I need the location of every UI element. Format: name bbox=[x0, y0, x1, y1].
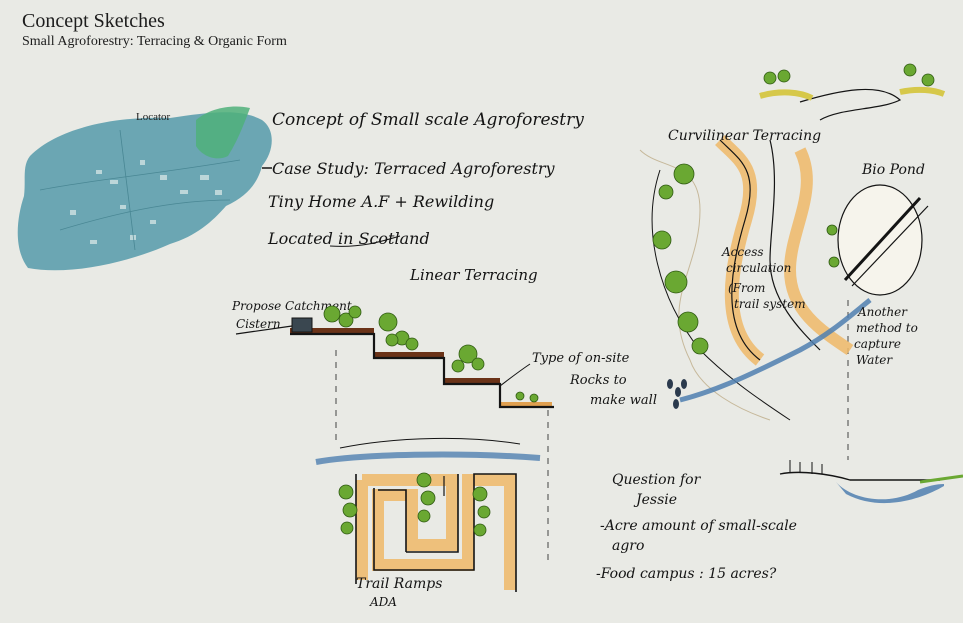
linear-terrace-section bbox=[290, 306, 554, 407]
access-label-2: circulation bbox=[726, 261, 791, 275]
notes-group: Concept of Small scale Agroforestry Case… bbox=[262, 110, 584, 248]
water-section bbox=[780, 460, 963, 503]
hill-highlight-1 bbox=[760, 92, 812, 98]
cistern-icon bbox=[292, 318, 312, 332]
bio-pond-label: Bio Pond bbox=[861, 162, 925, 178]
ada-label: ADA bbox=[369, 595, 397, 609]
water-section-pool bbox=[836, 482, 944, 503]
hill-path bbox=[800, 89, 900, 120]
linear-terracing-label: Linear Terracing bbox=[409, 266, 538, 284]
note-concept: Concept of Small scale Agroforestry bbox=[272, 110, 584, 130]
locator-label: Locator bbox=[136, 111, 170, 123]
ramp-water-line bbox=[316, 455, 540, 462]
locator-map bbox=[18, 107, 272, 271]
water-section-grass bbox=[920, 476, 963, 482]
note-tiny-home: Tiny Home A.F + Rewilding bbox=[268, 192, 494, 211]
ramp-top-curve bbox=[340, 438, 520, 448]
another-label-4: Water bbox=[856, 353, 893, 367]
rocks-label-3: make wall bbox=[590, 393, 657, 408]
water-ground-line bbox=[780, 472, 940, 480]
note-located: Located in Scotland bbox=[267, 229, 430, 248]
access-label-4: trail system bbox=[734, 297, 806, 311]
rock-cluster bbox=[667, 379, 687, 409]
curvilinear-plan bbox=[640, 64, 944, 420]
trail-ramps-label: Trail Ramps bbox=[356, 576, 442, 592]
another-label-3: capture bbox=[854, 337, 901, 351]
acre-question-1: -Acre amount of small-scale bbox=[600, 518, 797, 534]
trail-ramps-plan bbox=[316, 438, 540, 592]
ramp-path-fill bbox=[362, 480, 510, 590]
hill-highlight-2 bbox=[900, 90, 944, 94]
another-label-2: method to bbox=[856, 321, 918, 335]
question-label-1: Question for bbox=[612, 472, 702, 488]
rocks-label-1: Type of on-site bbox=[532, 351, 630, 366]
question-label-2: Jessie bbox=[633, 492, 677, 508]
access-label-1: Access bbox=[721, 245, 764, 259]
terrace-profile bbox=[290, 334, 554, 407]
another-label-1: Another bbox=[857, 305, 908, 319]
note-case-study: Case Study: Terraced Agroforestry bbox=[272, 159, 556, 178]
access-label-3: (From bbox=[728, 281, 765, 295]
acre-question-2: agro bbox=[612, 538, 644, 554]
curvilinear-label: Curvilinear Terracing bbox=[668, 128, 821, 144]
rocks-label-2: Rocks to bbox=[569, 373, 627, 388]
food-campus-question: -Food campus : 15 acres? bbox=[596, 566, 777, 582]
rocks-arrow bbox=[500, 364, 530, 386]
